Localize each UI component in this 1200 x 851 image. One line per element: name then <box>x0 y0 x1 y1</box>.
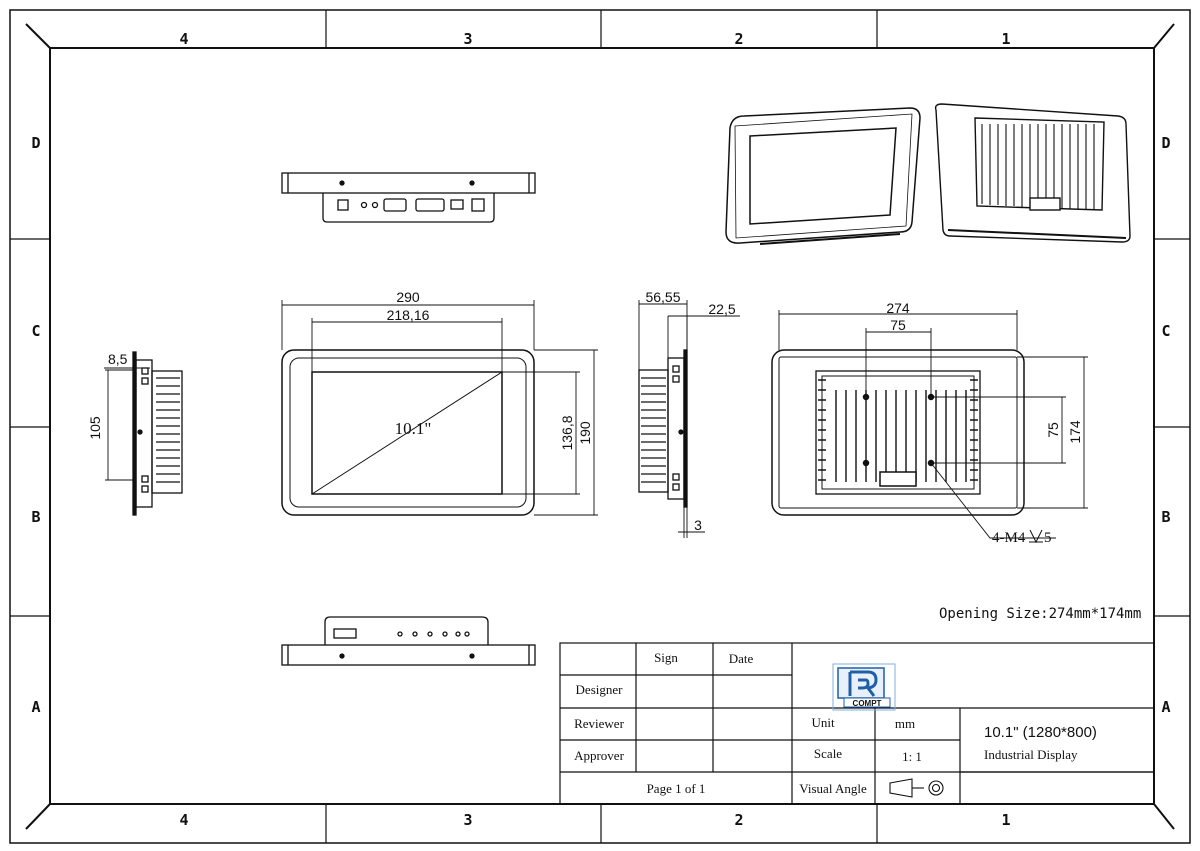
dim-back-width: 274 <box>886 300 910 316</box>
sign-header: Sign <box>654 650 678 665</box>
dim-left-depth: 8,5 <box>108 351 128 367</box>
zone-col-4-bottom: 4 <box>179 811 188 829</box>
dim-right-depth: 56,55 <box>645 289 680 305</box>
zone-col-3-top: 3 <box>463 30 472 48</box>
dim-left-height: 105 <box>87 416 103 440</box>
iso-front-view <box>725 107 921 245</box>
zone-row-c-right: C <box>1161 322 1170 340</box>
dim-front-width: 290 <box>396 289 420 305</box>
dim-front-height: 190 <box>577 421 593 445</box>
mount-hole-spec: 4-M4 <box>992 530 1026 546</box>
dim-front-screen-width: 218,16 <box>387 307 430 323</box>
dim-right-thickness: 3 <box>694 517 702 533</box>
visual-angle-label: Visual Angle <box>799 781 867 796</box>
left-side-view-drawing <box>132 351 183 516</box>
compt-logo: COMPT <box>832 663 896 711</box>
zone-col-2-top: 2 <box>734 30 743 48</box>
right-side-view-drawing <box>638 349 688 508</box>
approver-label: Approver <box>574 748 624 763</box>
logo-text: COMPT <box>853 699 882 708</box>
zone-col-3-bottom: 3 <box>463 811 472 829</box>
product-subtitle: Industrial Display <box>984 747 1078 762</box>
right-side-dims <box>638 300 740 538</box>
front-view-dims <box>281 300 598 516</box>
reviewer-label: Reviewer <box>574 716 624 731</box>
unit-label: Unit <box>811 715 835 730</box>
dim-back-height: 174 <box>1067 420 1083 444</box>
zone-row-a-left: A <box>31 698 40 716</box>
zone-row-d-left: D <box>31 134 40 152</box>
zone-row-c-left: C <box>31 322 40 340</box>
dim-right-bezel: 22,5 <box>708 301 735 317</box>
zone-row-a-right: A <box>1161 698 1170 716</box>
dim-screen-height: 136,8 <box>559 415 575 450</box>
zone-row-b-left: B <box>31 508 40 526</box>
zone-col-1-top: 1 <box>1001 30 1010 48</box>
product-title: 10.1" (1280*800) <box>984 724 1097 741</box>
back-view-drawing <box>771 349 1025 516</box>
zone-col-2-bottom: 2 <box>734 811 743 829</box>
mount-hole-depth: 5 <box>1044 530 1052 546</box>
back-view-dims <box>778 310 1088 539</box>
dim-back-hole-x: 75 <box>890 317 906 333</box>
iso-back-view <box>934 103 1131 243</box>
title-block <box>559 642 1155 805</box>
date-header: Date <box>729 651 754 666</box>
screen-size-label: 10.1" <box>395 419 432 438</box>
zone-col-4-top: 4 <box>179 30 188 48</box>
front-view-drawing <box>281 349 535 516</box>
top-view-drawing <box>281 172 536 223</box>
opening-size-note: Opening Size:274mm*174mm <box>939 606 1141 622</box>
title-block-text: Sign Date Designer Reviewer Approver Pag… <box>574 650 1097 796</box>
projection-symbol-icon <box>889 778 944 798</box>
left-side-dims <box>104 367 150 481</box>
page-label: Page 1 of 1 <box>647 781 706 796</box>
zone-row-b-right: B <box>1161 508 1170 526</box>
zone-labels: 4 3 2 1 4 3 2 1 D C B A D C B A <box>31 30 1170 829</box>
mount-hole-callout: 4-M4 5 <box>992 529 1052 546</box>
zone-row-d-right: D <box>1161 134 1170 152</box>
unit-value: mm <box>895 716 915 731</box>
designer-label: Designer <box>576 682 624 697</box>
scale-value: 1: 1 <box>902 749 922 764</box>
scale-label: Scale <box>814 746 842 761</box>
depth-symbol-icon <box>1029 529 1043 544</box>
bottom-view-drawing <box>281 616 536 666</box>
dim-back-hole-y: 75 <box>1045 422 1061 438</box>
zone-col-1-bottom: 1 <box>1001 811 1010 829</box>
